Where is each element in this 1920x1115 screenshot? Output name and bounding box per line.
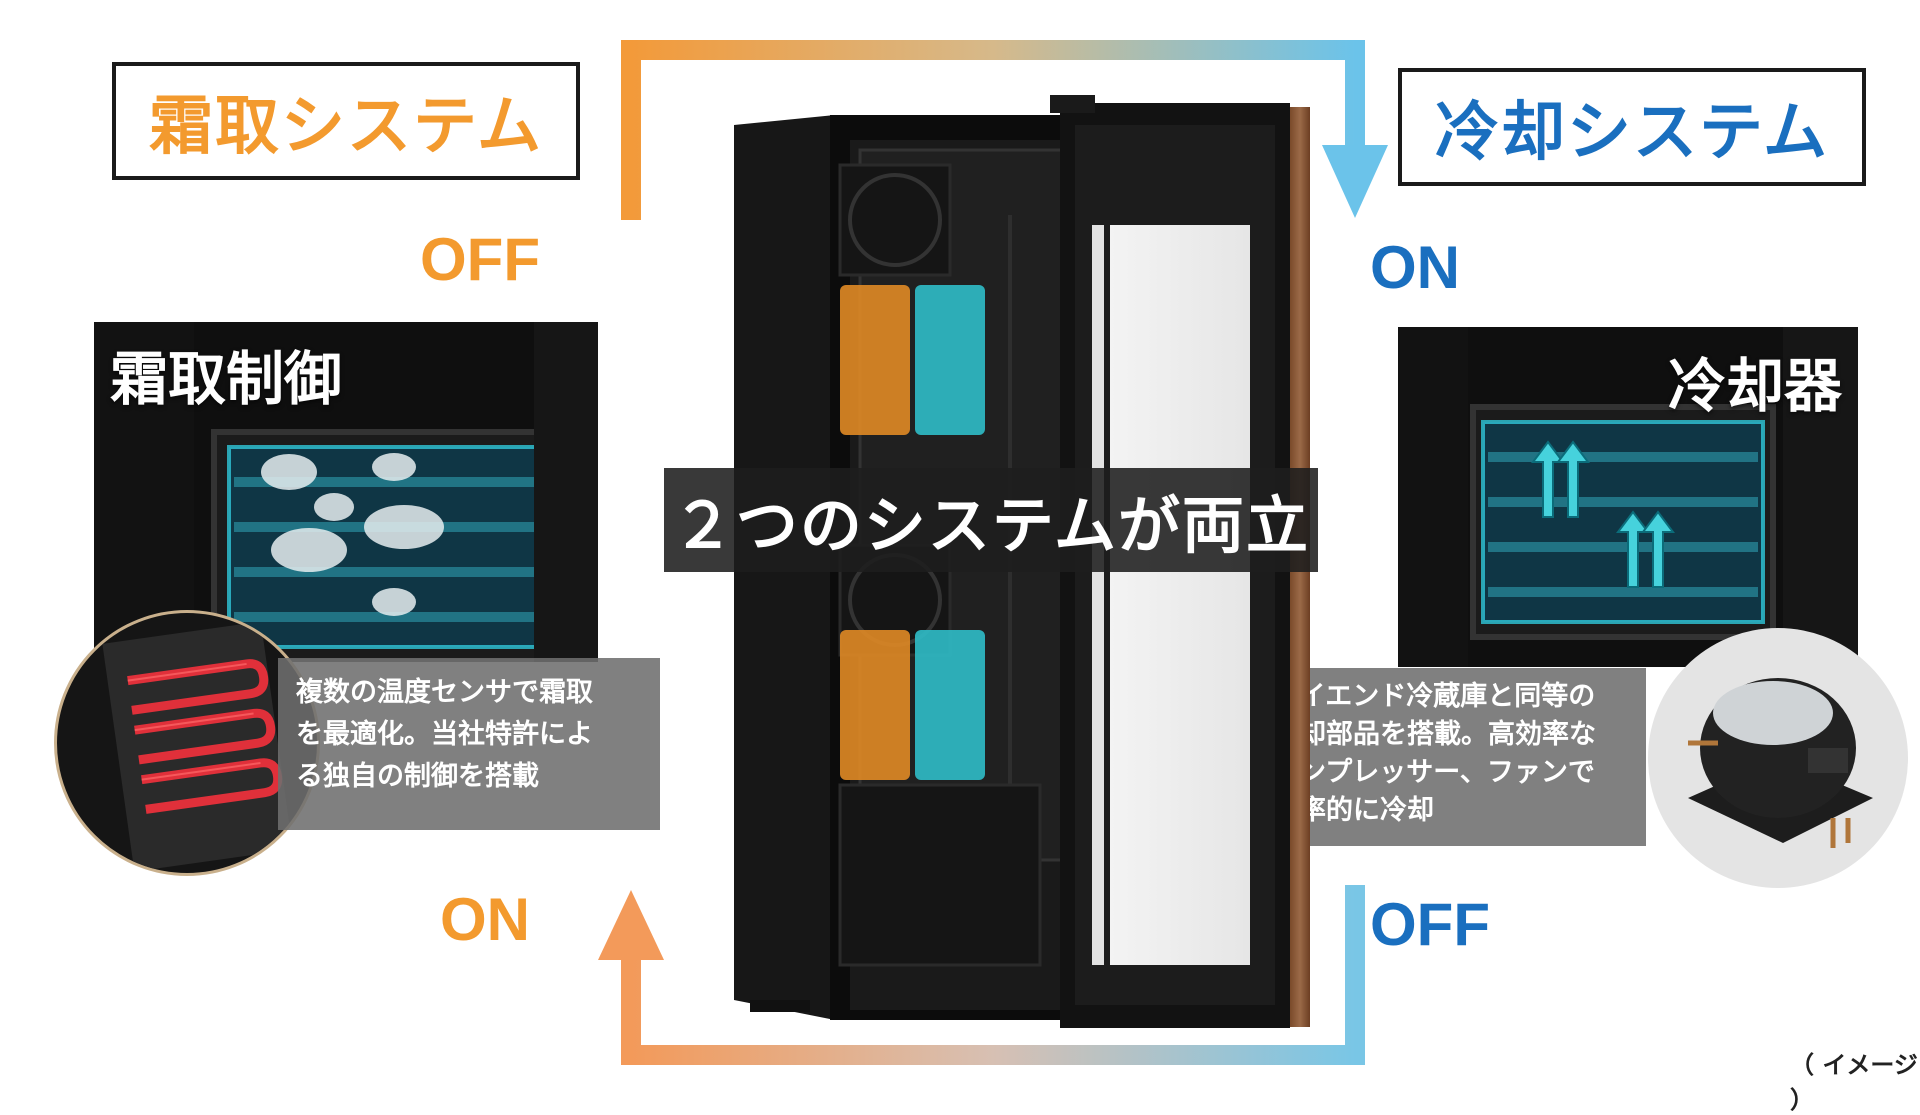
compressor-circle: [1648, 628, 1908, 888]
defrost-state-on: ON: [440, 886, 530, 953]
defrost-state-off: OFF: [420, 226, 540, 293]
cooling-state-off: OFF: [1370, 891, 1490, 958]
center-banner: ２つのシステムが両立: [664, 468, 1318, 572]
upper-cooler-block: [915, 285, 985, 435]
lower-heater-block: [840, 630, 910, 780]
cooling-description: ハイエンド冷蔵庫と同等の 冷却部品を搭載。高効率な コンプレッサー、ファンで 効…: [1256, 668, 1646, 846]
cooler-panel: 冷却器: [1398, 327, 1858, 667]
frosted-evaporator-illustration: [94, 322, 598, 662]
up-arrow-head: [598, 890, 664, 960]
down-arrow-head: [1322, 145, 1388, 218]
lower-cooler-block: [915, 630, 985, 780]
cooler-label: 冷却器: [1667, 352, 1842, 420]
heater-coil-circle: [54, 610, 320, 876]
airflow-arrows-icon: [1531, 440, 1675, 588]
defrost-system-title: 霜取システム: [112, 62, 580, 180]
defrost-control-label: 霜取制御: [110, 345, 343, 413]
evaporator-illustration: [1398, 327, 1858, 667]
cooling-system-title: 冷却システム: [1398, 68, 1866, 186]
defrost-description: 複数の温度センサで霜取 を最適化。当社特許によ る独自の制御を搭載: [278, 658, 660, 830]
cycle-loop-arrows: [598, 40, 1388, 1065]
defrost-control-panel: 霜取制御: [94, 322, 598, 662]
bottom-loop-path: [621, 885, 1365, 1065]
heater-coil-icon: [102, 621, 293, 872]
cooling-state-on: ON: [1370, 234, 1460, 301]
image-caption: （ イメージ ）: [1790, 1051, 1918, 1114]
top-loop-path: [621, 40, 1365, 220]
compressor-icon: [1688, 678, 1873, 848]
upper-heater-block: [840, 285, 910, 435]
